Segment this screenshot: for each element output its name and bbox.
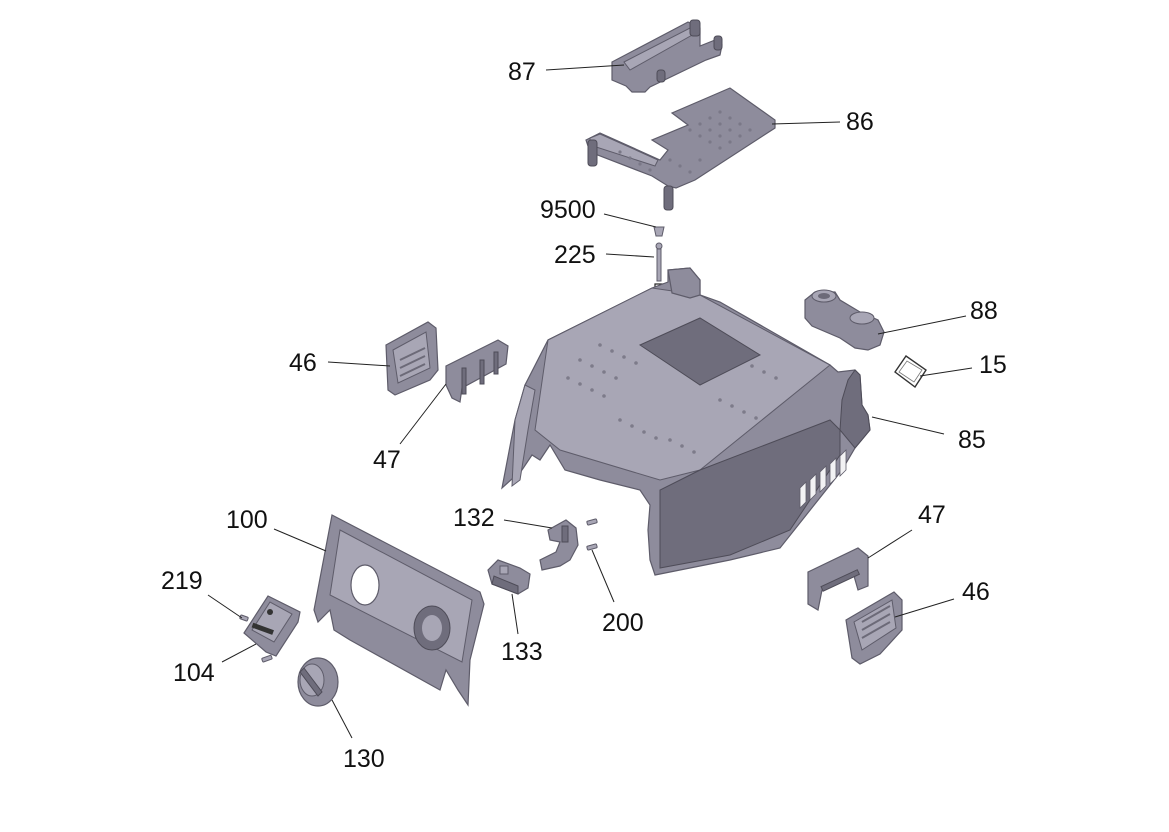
label-88: 88: [970, 297, 998, 325]
part-200-screws: [586, 518, 598, 551]
label-104: 104: [173, 659, 215, 687]
label-15: 15: [979, 351, 1007, 379]
leader-lines: [207, 64, 973, 739]
part-132-bracket: [539, 519, 579, 571]
part-88-holder: [804, 289, 885, 351]
label-46-right: 46: [962, 578, 990, 606]
part-47-left-bracket: [445, 339, 509, 403]
label-219: 219: [161, 567, 203, 595]
part-85-housing: [501, 267, 871, 576]
part-47-right-bracket: [807, 547, 869, 611]
label-132: 132: [453, 504, 495, 532]
part-100-front-panel: [313, 514, 485, 707]
label-133: 133: [501, 638, 543, 666]
part-86-plate: [585, 87, 776, 211]
label-85: 85: [958, 426, 986, 454]
label-87: 87: [508, 58, 536, 86]
label-47-left: 47: [373, 446, 401, 474]
part-130-knob: [297, 657, 339, 707]
part-87-handle: [611, 19, 723, 93]
label-200: 200: [602, 609, 644, 637]
part-46-right-cover: [845, 591, 903, 665]
label-9500: 9500: [540, 196, 596, 224]
label-46-left: 46: [289, 349, 317, 377]
part-104-switch-plate: [243, 595, 301, 657]
part-46-left-cover: [385, 321, 439, 396]
label-130: 130: [343, 745, 385, 773]
label-86: 86: [846, 108, 874, 136]
label-100: 100: [226, 506, 268, 534]
part-219-screw: [239, 614, 249, 622]
part-104-screw: [261, 654, 273, 663]
label-47-right: 47: [918, 501, 946, 529]
label-225: 225: [554, 241, 596, 269]
part-133-switch-module: [487, 559, 531, 595]
part-9500-cap: [653, 226, 665, 237]
part-15-seal: [894, 355, 927, 389]
